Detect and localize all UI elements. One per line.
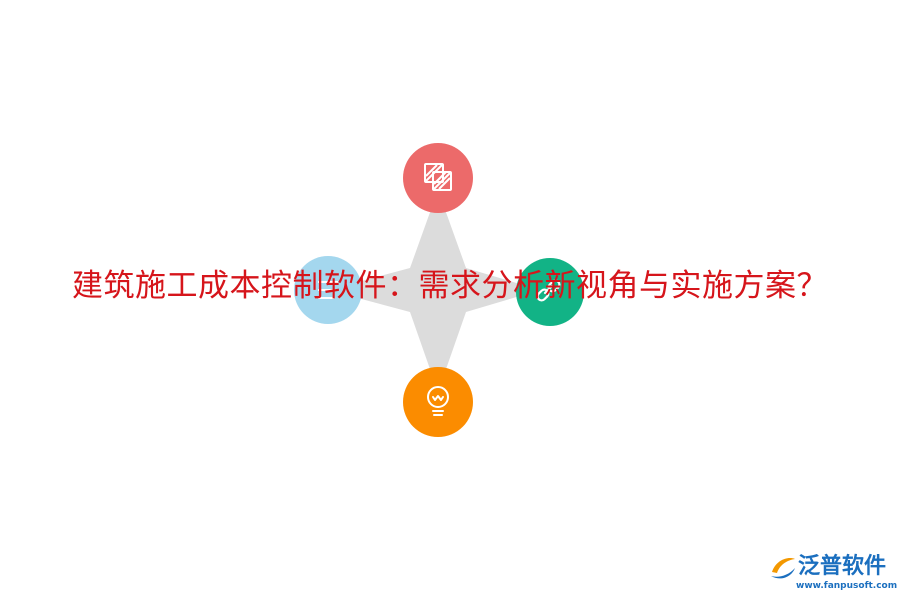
node-right <box>516 258 584 326</box>
link-icon <box>536 279 561 302</box>
fanpu-logo-icon <box>771 558 795 579</box>
lightbulb-icon <box>427 386 449 416</box>
logo-url: www.fanpusoft.com <box>796 581 898 591</box>
page-title: 建筑施工成本控制软件：需求分析新视角与实施方案？ <box>72 268 828 304</box>
logo-name: 泛普软件 <box>798 554 887 579</box>
list-icon <box>318 281 338 299</box>
node-top <box>403 143 473 213</box>
star-shape <box>328 190 540 392</box>
brand-logo[interactable]: 泛普软件 www.fanpusoft.com <box>766 552 898 596</box>
striped-squares-icon <box>424 163 452 191</box>
node-bottom <box>403 367 473 437</box>
node-left <box>294 256 362 324</box>
